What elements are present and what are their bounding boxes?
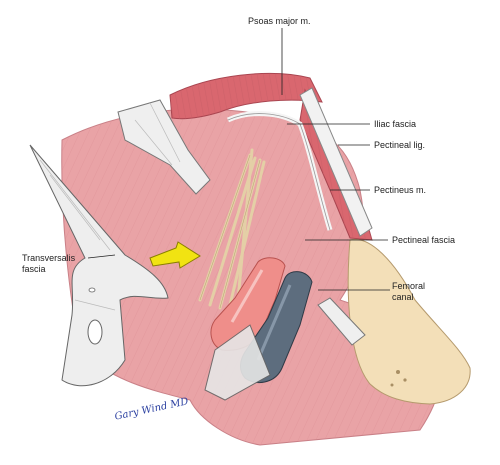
pectineal-ligament	[299, 87, 373, 237]
label-pectineal-ligament: Pectineal lig.	[374, 140, 426, 150]
leader-lines	[87, 28, 390, 291]
pubic-bone	[347, 238, 471, 405]
label-transversalis-fascia: Transversalis fascia	[22, 253, 76, 274]
label-psoas-major: Psoas major m.	[248, 16, 311, 26]
retracted-flap-lower	[204, 324, 271, 401]
direction-arrow	[149, 241, 201, 269]
transversalis-fascia-flap	[29, 144, 169, 387]
label-pectineus: Pectineus m.	[374, 185, 427, 195]
label-iliac-fascia: Iliac fascia	[374, 119, 417, 129]
label-pectineal-fascia: Pectineal fascia	[392, 235, 456, 245]
retracted-flap-upper	[117, 99, 211, 195]
label-femoral-canal: Femoral canal	[392, 281, 426, 302]
